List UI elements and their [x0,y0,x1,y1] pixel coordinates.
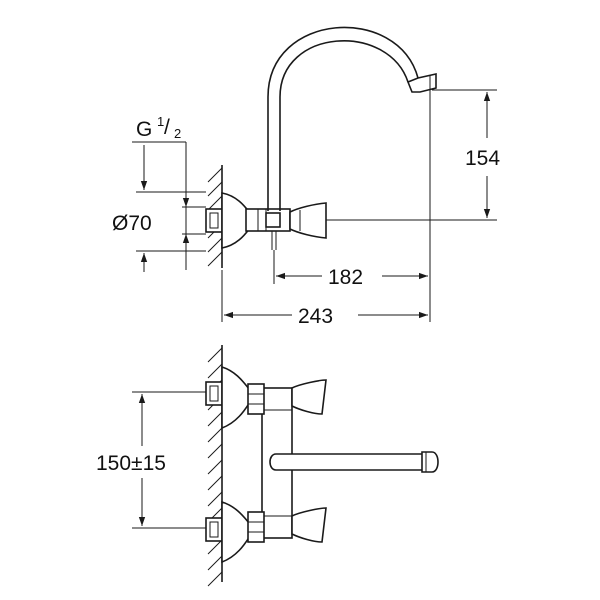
front-top-connector [205,381,223,406]
spout-reach-label: 182 [328,266,363,289]
thread-fraction-num: 1 [157,114,164,129]
side-spout [267,26,419,211]
front-top-handle [291,379,327,415]
front-wall-hatch [207,345,223,587]
spout-height-label: 154 [465,147,500,170]
thread-label: G [136,118,152,141]
front-view: 150±15 [96,345,439,587]
spout-reach-dimension: 182 [276,266,428,289]
center-distance-dimension: 150±15 [96,391,206,529]
front-top-rosette [221,365,251,430]
side-view: G 1 / 2 Ø70 154 182 243 [112,26,500,328]
diameter-label: Ø70 [112,212,152,235]
overall-depth-label: 243 [298,305,333,328]
front-bottom-handle [291,507,327,543]
side-handle [289,202,327,239]
side-aerator [406,73,437,93]
thread-fraction-den: 2 [174,126,181,141]
thread-fraction-sep: / [164,116,170,139]
spout-height-dimension: 154 [465,92,500,218]
front-bottom-connector [205,517,223,542]
side-wall-connector [205,208,223,233]
front-bottom-rosette [221,500,251,564]
front-spout [269,451,439,473]
thread-dimension: G 1 / 2 [132,114,206,272]
center-distance-label: 150±15 [96,452,166,475]
overall-depth-dimension: 243 [224,305,428,328]
